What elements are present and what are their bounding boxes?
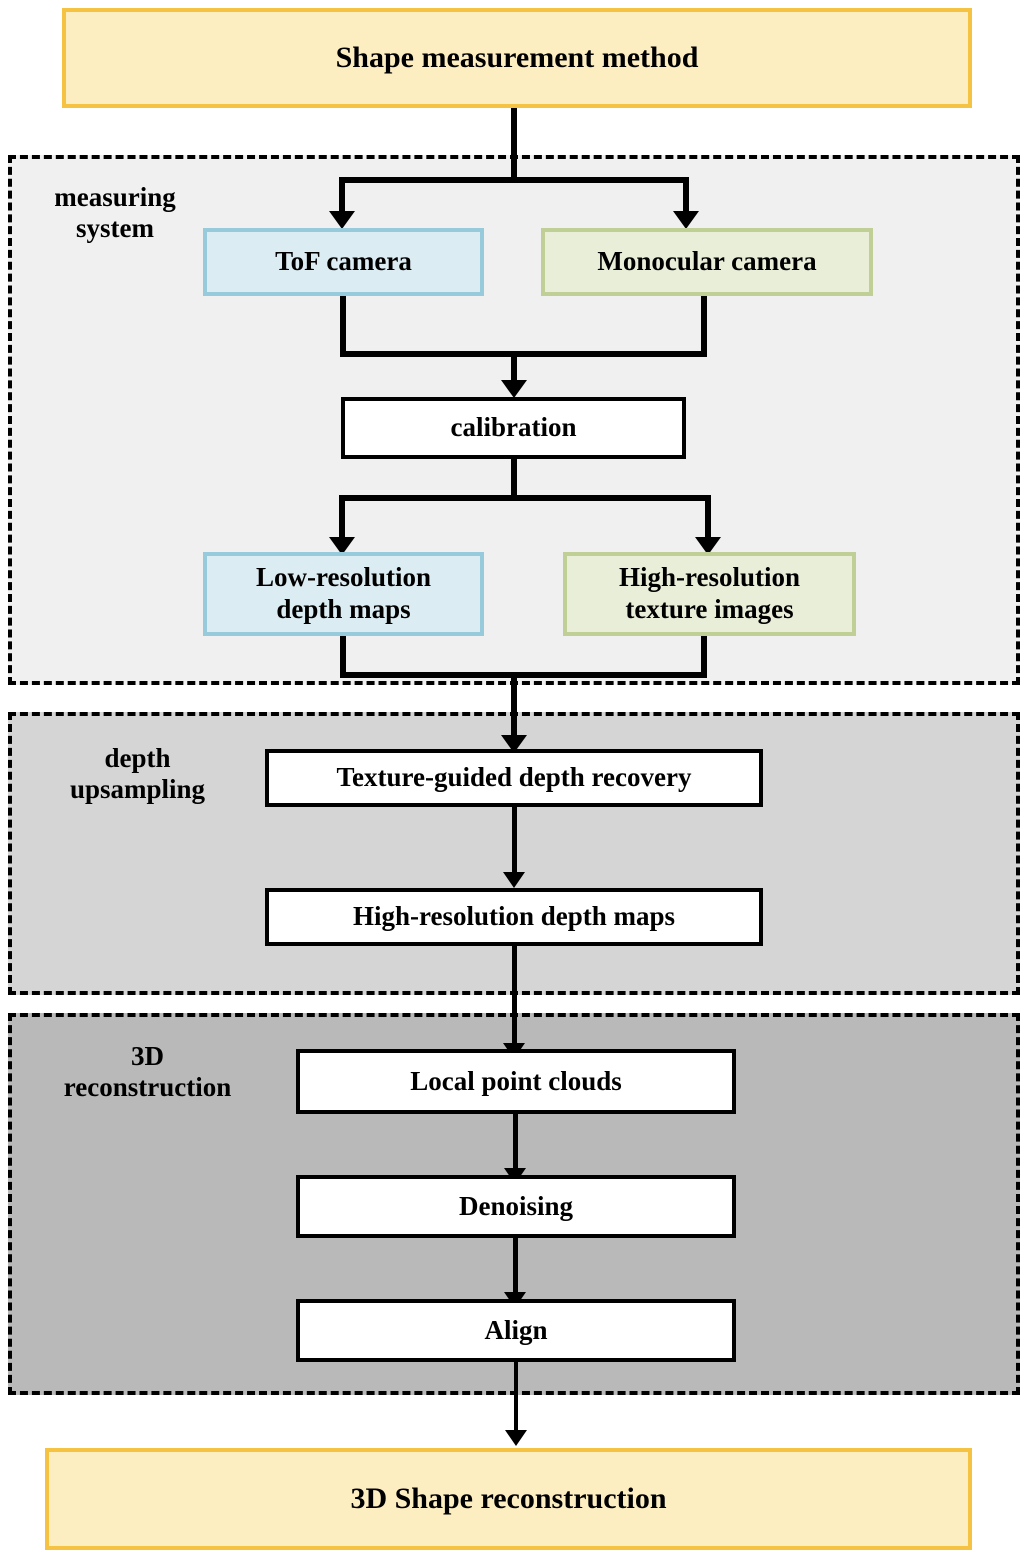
- connector-calibration-stem: [511, 459, 517, 501]
- connector-title-to-tof: [339, 177, 345, 217]
- connector-merge-to-depth-recovery: [511, 672, 517, 742]
- node-high-resolution-texture-images: High-resolution texture images: [563, 552, 856, 636]
- connector-tof-down: [340, 294, 346, 357]
- connector-calibration-to-lowres: [339, 495, 345, 543]
- connector-maps-merge-bar: [340, 672, 707, 678]
- node-low-resolution-depth-maps: Low-resolution depth maps: [203, 552, 484, 636]
- node-monocular-camera: Monocular camera: [541, 228, 873, 296]
- node-shape-measurement-method: Shape measurement method: [62, 8, 972, 108]
- connector-point-clouds-to-denoising: [513, 1114, 518, 1176]
- node-align: Align: [296, 1299, 736, 1362]
- connector-title-split-bar: [339, 177, 689, 183]
- connector-merge-to-calibration: [511, 351, 517, 387]
- node-calibration: calibration: [341, 397, 686, 459]
- section-label-3d-reconstruction: 3D reconstruction: [63, 1041, 232, 1103]
- section-label-depth-upsampling: depth upsampling: [69, 743, 206, 805]
- connector-depth-recovery-to-hr-maps: [512, 807, 517, 879]
- connector-calibration-to-highres: [705, 495, 711, 543]
- node-3d-shape-reconstruction: 3D Shape reconstruction: [45, 1448, 972, 1550]
- arrowhead-to-high-resolution-depth-maps: [503, 872, 525, 888]
- connector-highres-tex-down: [701, 634, 707, 678]
- arrowhead-to-monocular-camera: [673, 211, 699, 229]
- connector-monocular-down: [701, 294, 707, 357]
- arrowhead-to-calibration: [501, 380, 527, 398]
- connector-lowres-down: [340, 634, 346, 678]
- connector-align-to-result: [514, 1362, 518, 1438]
- node-texture-guided-depth-recovery: Texture-guided depth recovery: [265, 749, 763, 807]
- connector-denoising-to-align: [513, 1238, 518, 1300]
- connector-title-stem: [511, 108, 517, 180]
- arrowhead-to-texture-guided-depth-recovery: [501, 735, 527, 753]
- arrowhead-to-3d-shape-reconstruction: [505, 1430, 527, 1446]
- connector-calibration-split-bar: [339, 495, 711, 501]
- connector-hr-maps-to-point-clouds: [512, 946, 517, 1052]
- connector-title-to-monocular: [683, 177, 689, 217]
- arrowhead-to-high-resolution-texture-images: [695, 537, 721, 555]
- node-tof-camera: ToF camera: [203, 228, 484, 296]
- node-high-resolution-depth-maps: High-resolution depth maps: [265, 888, 763, 946]
- node-denoising: Denoising: [296, 1175, 736, 1238]
- arrowhead-to-tof-camera: [329, 211, 355, 229]
- arrowhead-to-low-resolution-depth-maps: [329, 537, 355, 555]
- connector-cameras-merge-bar: [340, 351, 707, 357]
- section-label-measuring-system: measuring system: [54, 182, 176, 244]
- node-local-point-clouds: Local point clouds: [296, 1049, 736, 1114]
